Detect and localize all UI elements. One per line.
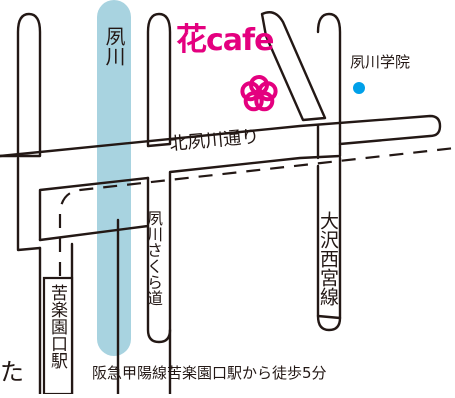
cafe-name: 花cafe — [176, 22, 274, 58]
flower-icon — [240, 75, 278, 112]
road-lower-left — [16, 156, 42, 252]
road-shukugawa-sakura — [146, 12, 172, 148]
access-text: 阪急甲陽線苦楽園口駅から徒歩5分 — [92, 364, 327, 382]
road-osawa-nishinomiya — [316, 12, 342, 146]
road-diagonal — [260, 11, 327, 122]
road-left-vertical — [16, 12, 42, 158]
cafe-name-kanji: 花 — [176, 22, 207, 58]
shukugawa-river — [97, 0, 131, 356]
cafe-name-latin: cafe — [206, 23, 274, 58]
street-kitashukugawa-label: 北夙川通り — [169, 126, 260, 155]
station-label: 苦楽園口駅 — [47, 284, 67, 369]
road-osawa-cap — [316, 314, 342, 332]
station-block — [42, 276, 74, 396]
street-osawa-nishinomiya-label: 大沢西宮線 — [317, 211, 339, 306]
edge-fragment: た — [0, 358, 24, 386]
road-sakura-lower — [146, 224, 172, 344]
school-label: 夙川学院 — [350, 53, 411, 71]
river-label: 夙川 — [102, 26, 126, 66]
railway-koyo-line — [58, 146, 455, 300]
road-osawa-lower — [316, 124, 342, 320]
street-shukugawa-sakura-label: 夙川さくら道 — [144, 210, 163, 306]
school-dot-icon — [353, 82, 365, 94]
road-kitashukugawa — [0, 114, 442, 396]
